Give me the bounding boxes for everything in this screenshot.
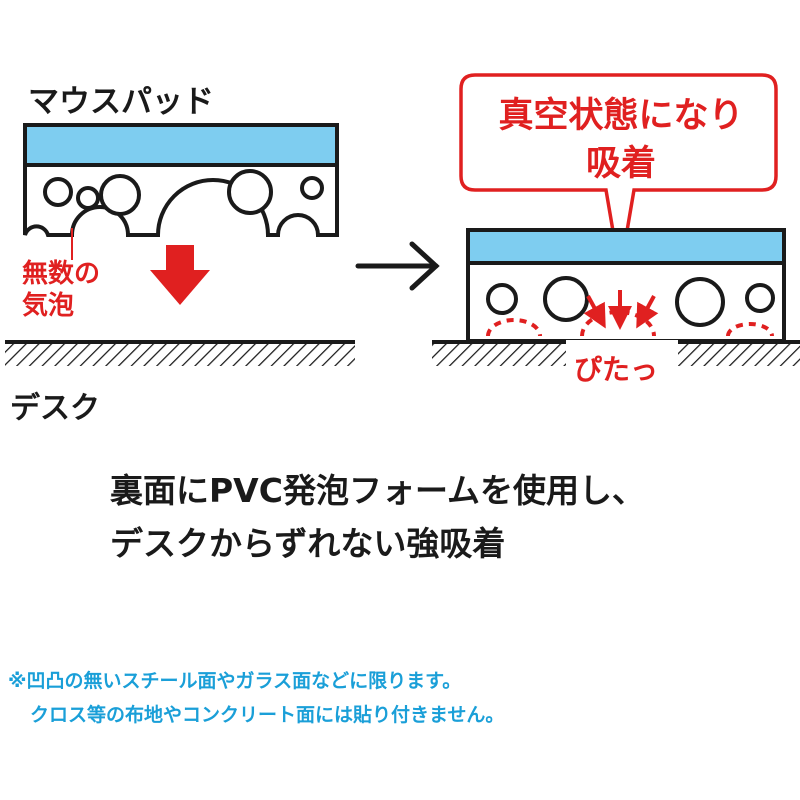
- footnote-line: ※凹凸の無いスチール面やガラス面などに限ります。: [8, 670, 462, 692]
- suction-arc: [726, 322, 774, 337]
- caption-line: デスクからずれない強吸着: [110, 524, 506, 563]
- mousepad-label: マウスパッド: [28, 84, 214, 120]
- bubble: [227, 169, 273, 215]
- suction-arrow-icon: [583, 295, 606, 329]
- bubble: [43, 177, 73, 207]
- sticky-label: ぴたっ: [574, 353, 659, 386]
- bubble: [99, 174, 141, 216]
- suction-arrow-icon: [636, 295, 659, 329]
- bubbles-label-line: 無数の: [22, 259, 101, 289]
- bubble: [486, 283, 518, 315]
- footnote: ※凹凸の無いスチール面やガラス面などに限ります。 クロス等の布地やコンクリート面…: [8, 664, 788, 732]
- callout-line: 吸着: [585, 144, 656, 184]
- right-pad-top-layer: [466, 228, 786, 265]
- bubble: [675, 277, 725, 327]
- right-mousepad: [466, 228, 786, 343]
- bubbles-label: 無数の 気泡: [22, 258, 102, 322]
- caption-line: 裏面にPVC発泡フォームを使用し、: [110, 471, 645, 510]
- main-caption: 裏面にPVC発泡フォームを使用し、 デスクからずれない強吸着: [110, 464, 750, 570]
- bubble: [300, 176, 324, 200]
- left-desk: [5, 340, 355, 366]
- bubble: [745, 283, 775, 313]
- callout-line: 真空状態になり: [498, 96, 744, 136]
- bubbles-label-line: 気泡: [22, 291, 75, 321]
- left-pad-top-layer: [23, 123, 339, 167]
- down-arrow-icon: [150, 245, 210, 305]
- right-arrow-icon: [355, 241, 440, 291]
- desk-label: デスク: [10, 391, 100, 426]
- footnote-line: クロス等の布地やコンクリート面には貼り付きません。: [30, 704, 505, 726]
- bubble: [76, 186, 100, 210]
- right-desk: [432, 340, 800, 380]
- bubble: [543, 276, 589, 322]
- left-mousepad: [23, 123, 339, 305]
- left-pad-foam-layer: [23, 163, 339, 237]
- callout-text: 真空状態になり 吸着: [465, 92, 777, 188]
